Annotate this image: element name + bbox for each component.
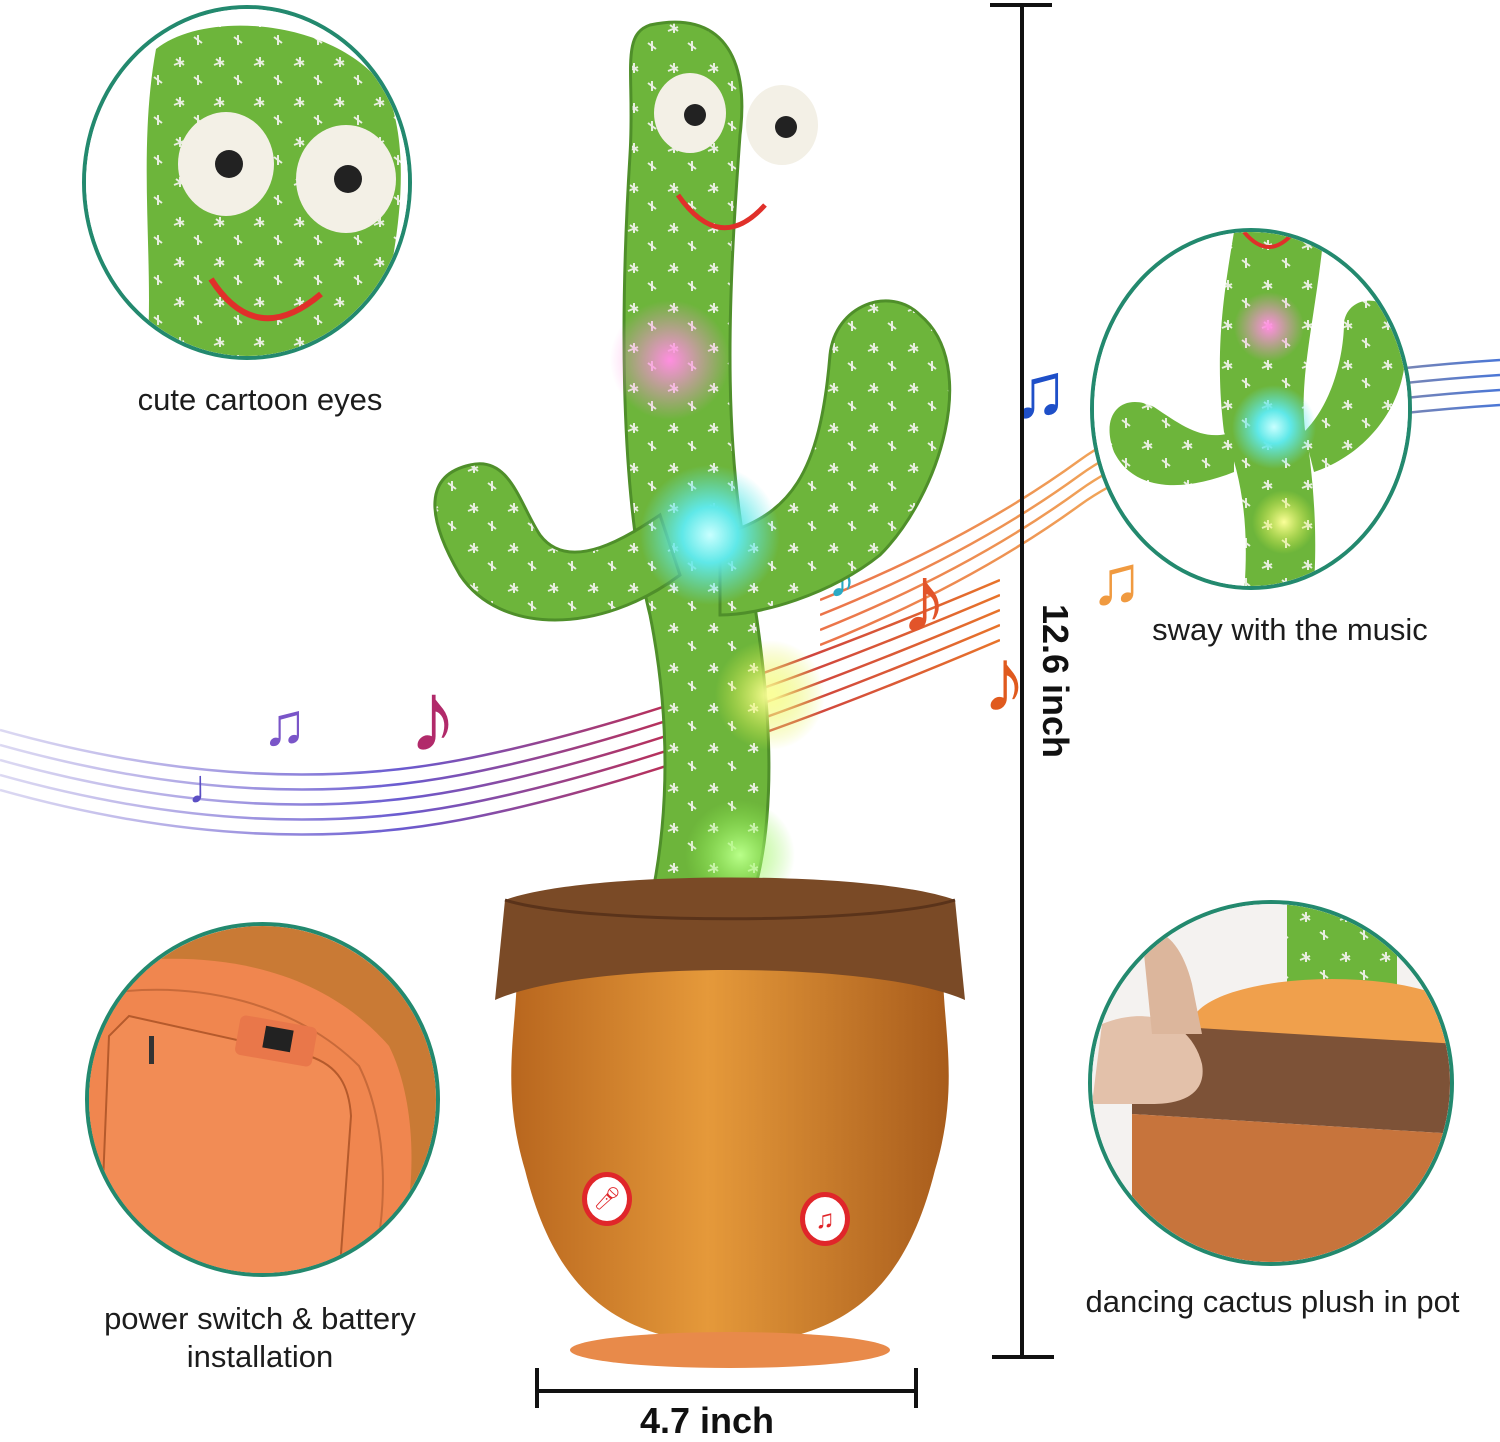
height-dimension-line (1020, 3, 1024, 1358)
width-dimension-label: 4.7 inch (640, 1400, 775, 1441)
height-dimension-cap-bottom (992, 1355, 1054, 1359)
plush-pot (495, 877, 965, 1368)
width-dimension-cap-left (535, 1368, 539, 1408)
closeup-cartoon-eyes (82, 5, 412, 360)
microphone-icon: 🎤︎ (593, 1186, 621, 1211)
microphone-badge: 🎤︎ (582, 1172, 632, 1226)
caption-sway-with-music: sway with the music (1152, 612, 1428, 647)
caption-cute-cartoon-eyes: cute cartoon eyes (137, 382, 383, 417)
music-note-icon: ♫ (262, 691, 307, 758)
closeup-battery-compartment (85, 922, 440, 1277)
cactus-plush-main (433, 20, 952, 910)
closeup-pot-rim (1088, 900, 1454, 1266)
width-dimension-cap-right (914, 1368, 918, 1408)
height-dimension-cap-top (990, 3, 1052, 7)
caption-power-switch-battery: power switch & battery installation (104, 1301, 416, 1374)
music-note-icon: ♪ (982, 631, 1027, 731)
music-note-icon: ♪ (408, 661, 458, 773)
width-dimension-line (537, 1389, 917, 1393)
music-note-icon: ♫ (1090, 541, 1143, 619)
closeup-sway-with-music (1090, 228, 1412, 590)
music-note-icon: ♫ (1010, 346, 1069, 434)
music-note-badge: ♫ (800, 1192, 850, 1246)
music-note-icon: ♫ (815, 1203, 835, 1234)
height-dimension-label: 12.6 inch (1034, 581, 1076, 781)
caption-dancing-cactus-in-pot: dancing cactus plush in pot (1085, 1284, 1460, 1319)
music-note-icon: ♩ (188, 761, 236, 814)
music-note-icon: ♪ (900, 546, 948, 653)
